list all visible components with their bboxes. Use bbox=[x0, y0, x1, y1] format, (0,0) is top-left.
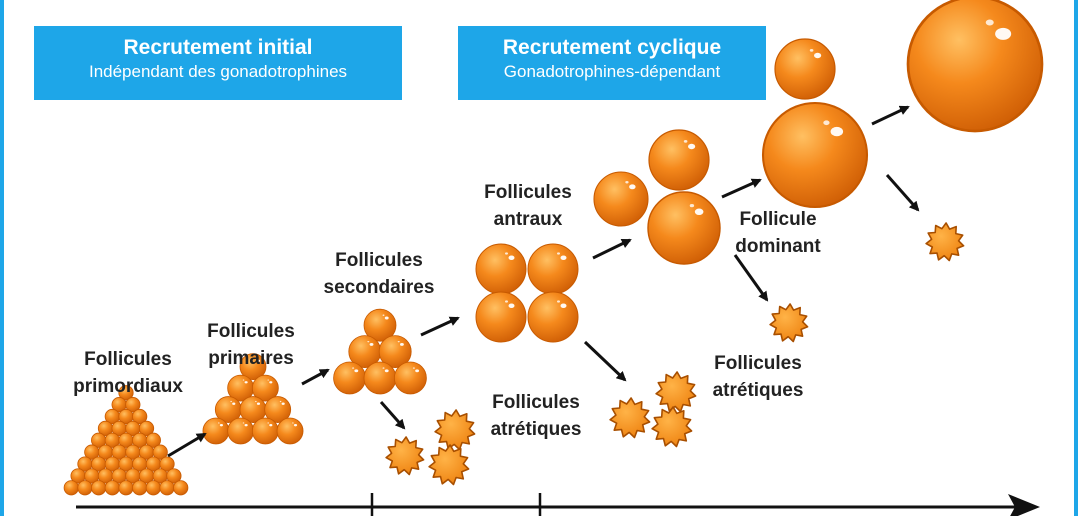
label-dominant-line-2: dominant bbox=[735, 236, 821, 257]
secondary-follicle-2 bbox=[378, 335, 412, 369]
secondary-follicle-5 bbox=[393, 361, 427, 395]
arrow-antral-to-growing bbox=[592, 238, 632, 260]
arrow-dominant-to-preovulatory bbox=[871, 105, 910, 126]
label-secondary-follicles: Follicules secondaires bbox=[314, 247, 444, 301]
label-primordial-follicles: Follicules primordiaux bbox=[60, 346, 196, 400]
timeline-axis bbox=[76, 493, 1040, 516]
label-atretic-1-line-2: atrétiques bbox=[490, 419, 582, 440]
arrow-growing-to-atretic bbox=[733, 254, 769, 302]
label-atretic-1-line-1: Follicules bbox=[492, 392, 580, 413]
primary-follicle-7 bbox=[227, 417, 255, 445]
atretic-follicle-4 bbox=[609, 397, 651, 439]
arrow-dominant-to-atretic bbox=[885, 174, 920, 212]
label-primary-line-2: primaires bbox=[208, 348, 294, 369]
secondary-follicle-0 bbox=[363, 308, 397, 342]
follicle-layer bbox=[63, 0, 1044, 496]
label-antral-follicles: Follicules antraux bbox=[468, 179, 588, 233]
primary-follicle-5 bbox=[264, 396, 292, 423]
label-dominant-follicle: Follicule dominant bbox=[718, 206, 838, 260]
banner-cyclic-recruitment: Recrutement cyclique Gonadotrophines-dép… bbox=[458, 26, 766, 100]
arrow-secondary-to-atretic bbox=[379, 401, 406, 430]
atretic-layer bbox=[385, 222, 965, 486]
banner-initial-subtitle: Indépendant des gonadotrophines bbox=[88, 62, 348, 81]
primary-follicle-2 bbox=[251, 374, 279, 402]
primary-follicle-9 bbox=[276, 417, 304, 445]
label-antral-line-1: Follicules bbox=[484, 182, 572, 203]
banner-cyclic-subtitle: Gonadotrophines-dépendant bbox=[503, 62, 721, 81]
primordial-follicle-27 bbox=[159, 456, 175, 472]
label-atretic-2-line-1: Follicules bbox=[714, 353, 802, 374]
primordial-follicle-2 bbox=[125, 397, 141, 413]
antral-follicle-2 bbox=[527, 243, 579, 295]
growing-follicle-4 bbox=[774, 38, 836, 100]
banner-cyclic-title: Recrutement cyclique bbox=[502, 36, 722, 59]
primordial-follicle-0 bbox=[118, 385, 134, 401]
label-primary-follicles: Follicules primaires bbox=[190, 318, 312, 372]
atretic-follicle-1 bbox=[385, 436, 425, 476]
primary-follicle-4 bbox=[239, 396, 267, 423]
antral-follicle-3 bbox=[475, 291, 527, 343]
primordial-follicle-14 bbox=[145, 432, 161, 448]
primary-follicle-6 bbox=[202, 417, 230, 445]
arrow-primordial-to-primary bbox=[167, 432, 207, 458]
primordial-follicle-20 bbox=[152, 444, 168, 460]
atretic-follicle-5 bbox=[655, 371, 697, 413]
atretic-follicle-2 bbox=[434, 409, 476, 451]
primary-follicle-0 bbox=[239, 353, 267, 381]
frame-left-edge bbox=[0, 0, 4, 516]
primordial-follicle-41 bbox=[132, 480, 148, 496]
primordial-follicle-40 bbox=[118, 480, 134, 496]
label-secondary-line-1: Follicules bbox=[335, 250, 423, 271]
atretic-follicle-7 bbox=[769, 303, 809, 343]
primordial-follicle-38 bbox=[91, 480, 107, 496]
atretic-follicle-6 bbox=[651, 406, 693, 448]
growing-follicle-2 bbox=[648, 129, 710, 191]
label-secondary-line-2: secondaires bbox=[323, 277, 435, 298]
preovulatory-follicle bbox=[906, 0, 1044, 133]
primordial-follicle-36 bbox=[63, 480, 79, 496]
label-primordial-line-1: Follicules bbox=[84, 349, 172, 370]
primordial-follicle-43 bbox=[159, 480, 175, 496]
label-dominant-line-1: Follicule bbox=[739, 209, 817, 230]
primordial-follicle-37 bbox=[77, 480, 93, 496]
primordial-follicle-5 bbox=[132, 408, 148, 425]
primary-follicle-3 bbox=[214, 396, 242, 423]
label-atretic-2-line-2: atrétiques bbox=[712, 380, 804, 401]
label-atretic-follicles-2: Follicules atrétiques bbox=[698, 350, 818, 404]
primordial-follicle-44 bbox=[173, 480, 189, 496]
arrow-antral-to-atretic bbox=[583, 340, 627, 382]
antral-follicle-1 bbox=[475, 243, 527, 295]
atretic-follicle-3 bbox=[428, 444, 470, 486]
primordial-follicle-9 bbox=[138, 420, 155, 436]
arrow-layer bbox=[167, 105, 920, 458]
label-atretic-follicles-1: Follicules atrétiques bbox=[476, 389, 596, 443]
secondary-follicle-4 bbox=[363, 361, 397, 395]
secondary-follicle-3 bbox=[333, 361, 367, 395]
label-primordial-line-2: primordiaux bbox=[73, 376, 183, 397]
arrow-primary-to-secondary bbox=[301, 368, 330, 386]
label-antral-line-2: antraux bbox=[493, 209, 563, 230]
primordial-follicle-35 bbox=[166, 468, 182, 484]
label-primary-line-1: Follicules bbox=[207, 321, 295, 342]
primary-follicle-8 bbox=[251, 417, 279, 445]
arrow-growing-to-dominant bbox=[721, 178, 762, 199]
atretic-follicle-8 bbox=[925, 222, 965, 262]
frame-right-edge bbox=[1074, 0, 1078, 516]
banner-initial-title: Recrutement initial bbox=[123, 36, 313, 59]
primordial-follicle-39 bbox=[104, 480, 120, 496]
timeline-arrowhead bbox=[1008, 494, 1040, 516]
growing-follicle-1 bbox=[593, 171, 649, 227]
growing-follicle-3 bbox=[647, 191, 721, 265]
arrow-secondary-to-antral bbox=[420, 316, 460, 337]
primordial-follicle-42 bbox=[145, 480, 161, 496]
dominant-follicle bbox=[761, 101, 869, 209]
banner-initial-recruitment: Recrutement initial Indépendant des gona… bbox=[34, 26, 402, 100]
antral-follicle-4 bbox=[527, 291, 579, 343]
